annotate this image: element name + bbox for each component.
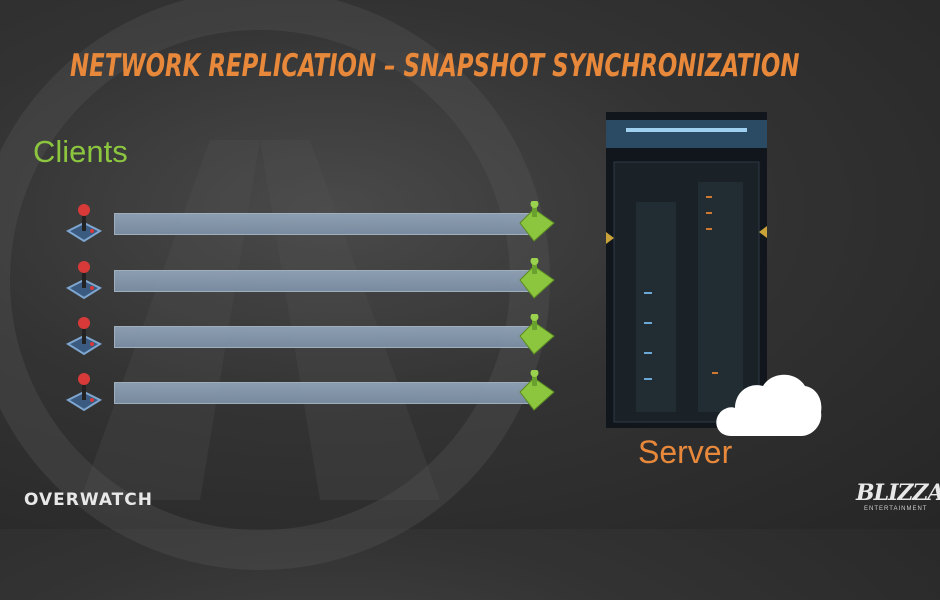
blizzard-wordmark: BLIZZARD	[856, 480, 934, 506]
server-label: Server	[638, 434, 732, 471]
replication-arrow-bar	[114, 326, 534, 348]
green-arrowhead-icon	[514, 314, 558, 358]
client-row	[64, 201, 564, 247]
replication-arrow-bar	[114, 270, 534, 292]
joystick-icon	[64, 201, 104, 245]
slide: { "slide": { "title": "NETWORK REPLICATI…	[0, 0, 940, 529]
slide-title: NETWORK REPLICATION – SNAPSHOT SYNCHRONI…	[70, 48, 799, 84]
cloud-icon	[713, 364, 823, 438]
joystick-icon	[64, 370, 104, 414]
overwatch-logo: OVERWATCH	[24, 490, 153, 510]
blizzard-tagline: ENTERTAINMENT	[864, 506, 934, 512]
joystick-icon	[64, 258, 104, 302]
joystick-icon	[64, 314, 104, 358]
green-arrowhead-icon	[514, 258, 558, 302]
blizzard-logo: BLIZZARD ENTERTAINMENT	[856, 480, 934, 522]
green-arrowhead-icon	[514, 201, 558, 245]
client-row	[64, 314, 564, 360]
green-arrowhead-icon	[514, 370, 558, 414]
client-row	[64, 258, 564, 304]
replication-arrow-bar	[114, 213, 534, 235]
replication-arrow-bar	[114, 382, 534, 404]
clients-label: Clients	[33, 134, 128, 170]
client-row	[64, 370, 564, 416]
